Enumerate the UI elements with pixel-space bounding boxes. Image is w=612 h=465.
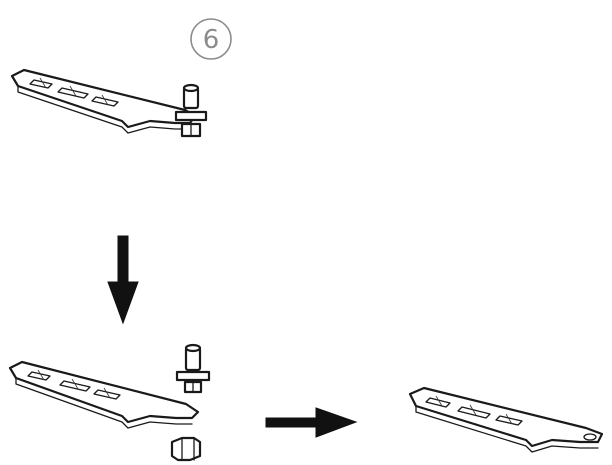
bracket-hole	[583, 433, 597, 441]
bracket-slot-1	[27, 371, 51, 381]
bracket-hatch	[505, 413, 513, 425]
bracket-slot-2	[57, 87, 89, 99]
bracket-hatch	[469, 404, 477, 416]
bracket-slot-1	[29, 79, 53, 89]
bracket-hatch	[103, 387, 111, 399]
bracket-hatch	[39, 77, 47, 89]
bracket-plate-edge	[17, 85, 191, 134]
step-number: 6	[203, 25, 220, 55]
nut-body	[170, 436, 202, 462]
step-marker: 6	[190, 18, 232, 60]
arrow-right-icon	[265, 407, 358, 438]
stud-top	[184, 343, 202, 353]
stud-collar	[174, 110, 208, 122]
arrow-down-icon	[107, 235, 139, 325]
bracket-slot-3	[91, 96, 119, 107]
hex-nut	[170, 436, 202, 462]
bracket-plate-edge	[415, 405, 599, 453]
bracket-slot-2	[59, 380, 91, 392]
stud-pin-separate	[175, 343, 211, 394]
bracket-exploded	[8, 360, 200, 429]
bracket-slot-2	[457, 406, 491, 419]
stud-top	[182, 83, 200, 93]
step-marker-circle	[190, 18, 232, 60]
bracket-hatch	[37, 369, 45, 381]
bracket-hatch	[435, 395, 443, 407]
bracket-hatch	[101, 94, 109, 106]
bracket-hatch	[71, 378, 79, 390]
bracket-slot-3	[495, 415, 523, 426]
stud-pin-assembled	[174, 83, 208, 138]
bracket-assembled-top	[10, 68, 208, 138]
bracket-plate-edge	[15, 377, 193, 429]
bracket-slot-1	[425, 397, 451, 408]
stud-collar	[175, 370, 211, 382]
bracket-slot-3	[93, 389, 121, 400]
bracket-hatch	[69, 85, 77, 97]
bracket-result	[408, 386, 604, 453]
